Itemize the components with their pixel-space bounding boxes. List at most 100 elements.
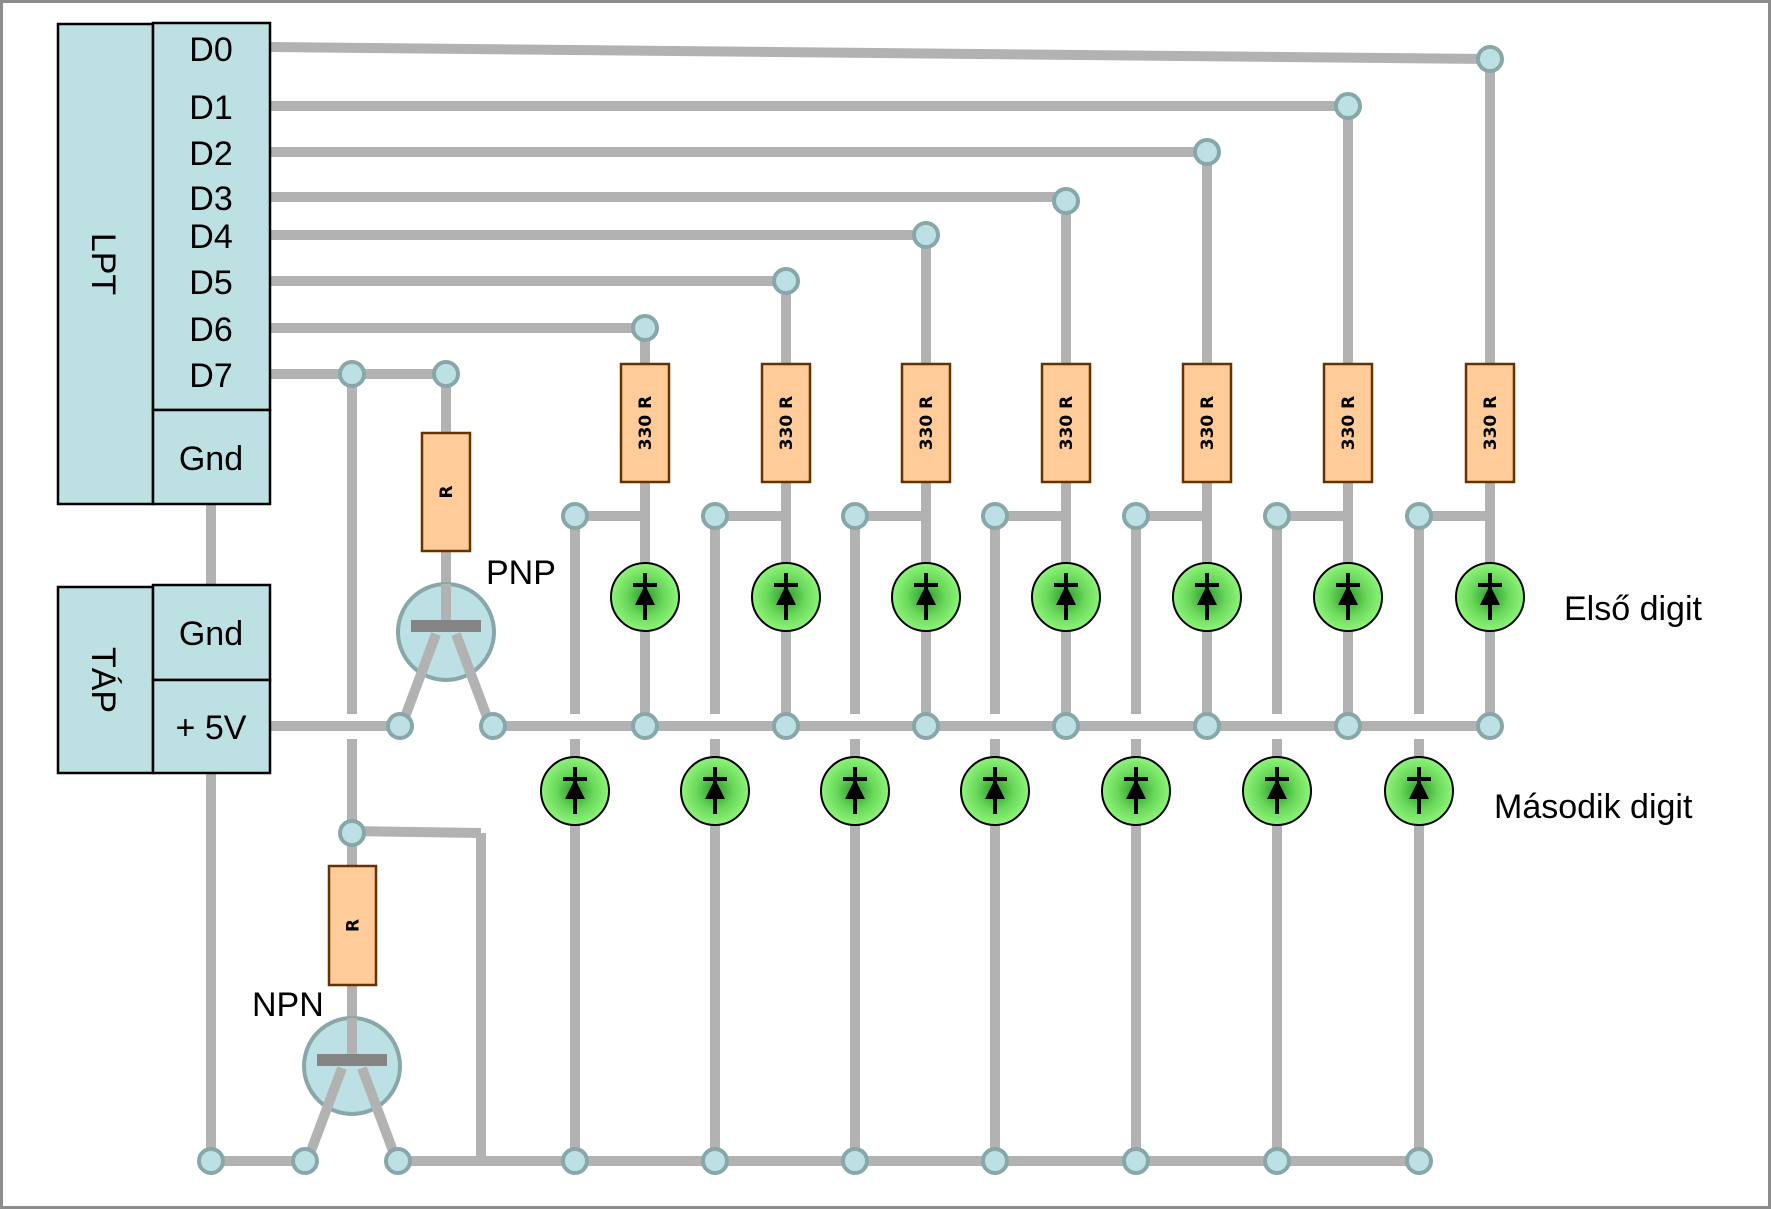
npn-collector-link [351, 826, 482, 838]
resistor-body [900, 362, 952, 484]
diode-arrow-icon [565, 779, 585, 799]
diode-arrow-icon [916, 585, 936, 605]
junction-node [338, 360, 366, 388]
power-vcc-label: + 5V [176, 709, 247, 747]
transistor-base-bar [411, 620, 481, 632]
second-digit-led [680, 756, 750, 826]
junction-node [1334, 712, 1362, 740]
resistor-label: 330 R [777, 396, 797, 451]
lpt-pin-label: D1 [189, 89, 232, 127]
resistor-body [1322, 362, 1374, 484]
resistor-label: 330 R [917, 396, 937, 451]
junction-node [631, 712, 659, 740]
segment-resistor: 330 R [1322, 362, 1374, 484]
resistor-label: 330 R [1198, 396, 1218, 451]
first-digit-led [751, 562, 821, 632]
second-digit-led [820, 756, 890, 826]
junction-node [772, 712, 800, 740]
second-digit-label: Második digit [1494, 788, 1693, 826]
first-digit-led [1313, 562, 1383, 632]
segment-resistor: 330 R [1040, 362, 1092, 484]
transistor-lead [357, 1066, 401, 1161]
junction-node [701, 1147, 729, 1175]
lpt-pin-label: D7 [189, 357, 232, 395]
resistor-body [1464, 362, 1516, 484]
junction-node [432, 360, 460, 388]
lpt-pin-label: D4 [189, 218, 232, 256]
junction-node [631, 314, 659, 342]
diode-arrow-icon [845, 779, 865, 799]
diode-arrow-icon [1126, 779, 1146, 799]
power-supply: TÁP Gnd + 5V [56, 583, 272, 775]
pnp-label: PNP [486, 554, 556, 592]
data-line-d0 [269, 42, 1491, 64]
segment-resistor: 330 R [900, 362, 952, 484]
resistor-body [1181, 362, 1233, 484]
components: R R 330 R 330 R 330 R 330 R 330 R 330 R 330 R [302, 362, 1525, 1161]
power-gnd-box [151, 583, 272, 682]
resistor-label: 330 R [1481, 396, 1501, 451]
junction-node [1193, 712, 1221, 740]
junction-node [561, 502, 589, 530]
diode-arrow-icon [705, 779, 725, 799]
diode-arrow-icon [1056, 585, 1076, 605]
diode-arrow-icon [776, 585, 796, 605]
diode-arrow-icon [1267, 779, 1287, 799]
junction-nodes [197, 45, 1504, 1175]
junction-node [479, 712, 507, 740]
lpt-pin-label: D5 [189, 264, 232, 302]
power-gnd-label: Gnd [179, 615, 243, 653]
diode-arrow-icon [1197, 585, 1217, 605]
junction-node [1476, 712, 1504, 740]
second-digit-led [1242, 756, 1312, 826]
resistor-label: R [437, 485, 457, 498]
diode-arrow-icon [635, 585, 655, 605]
junction-node [1263, 1147, 1291, 1175]
segment-resistor: 330 R [760, 362, 812, 484]
junction-node [384, 1147, 412, 1175]
transistor-lead [303, 1066, 347, 1161]
resistor-body [1040, 362, 1092, 484]
npn-base-resistor: R [327, 864, 378, 987]
junction-node [772, 267, 800, 295]
junction-node [701, 502, 729, 530]
pnp-transistor [396, 582, 496, 727]
diode-arrow-icon [1480, 585, 1500, 605]
first-digit-led [1031, 562, 1101, 632]
lpt-body [56, 22, 155, 506]
second-digit-led [1384, 756, 1454, 826]
lpt-title: LPT [84, 233, 122, 295]
npn-transistor [302, 1016, 402, 1161]
junction-node [561, 1147, 589, 1175]
junction-node [1193, 138, 1221, 166]
npn-label: NPN [252, 986, 324, 1024]
junction-node [1405, 502, 1433, 530]
junction-node [1122, 1147, 1150, 1175]
pnp-base-resistor: R [420, 431, 472, 553]
segment-resistor: 330 R [619, 362, 671, 484]
resistor-body [420, 431, 472, 553]
lpt-data-pins-box [151, 21, 272, 412]
power-body [56, 585, 155, 775]
junction-node [291, 1147, 319, 1175]
junction-node [841, 1147, 869, 1175]
resistor-label: 330 R [636, 396, 656, 451]
wires [206, 42, 1495, 1166]
segment-resistor: 330 R [1464, 362, 1516, 484]
transistor-lead [451, 632, 495, 727]
second-digit-led [540, 756, 610, 826]
first-digit-led [891, 562, 961, 632]
junction-node [981, 1147, 1009, 1175]
junction-node [1052, 712, 1080, 740]
first-digit-led [610, 562, 680, 632]
lpt-gnd-label: Gnd [179, 440, 243, 478]
resistor-label: 330 R [1057, 396, 1077, 451]
first-digit-led [1172, 562, 1242, 632]
transistor-base-bar [317, 1054, 387, 1066]
junction-node [912, 221, 940, 249]
junction-node [386, 712, 414, 740]
resistor-body [760, 362, 812, 484]
power-vcc-box [151, 678, 272, 775]
lpt-pin-label: D3 [189, 180, 232, 218]
